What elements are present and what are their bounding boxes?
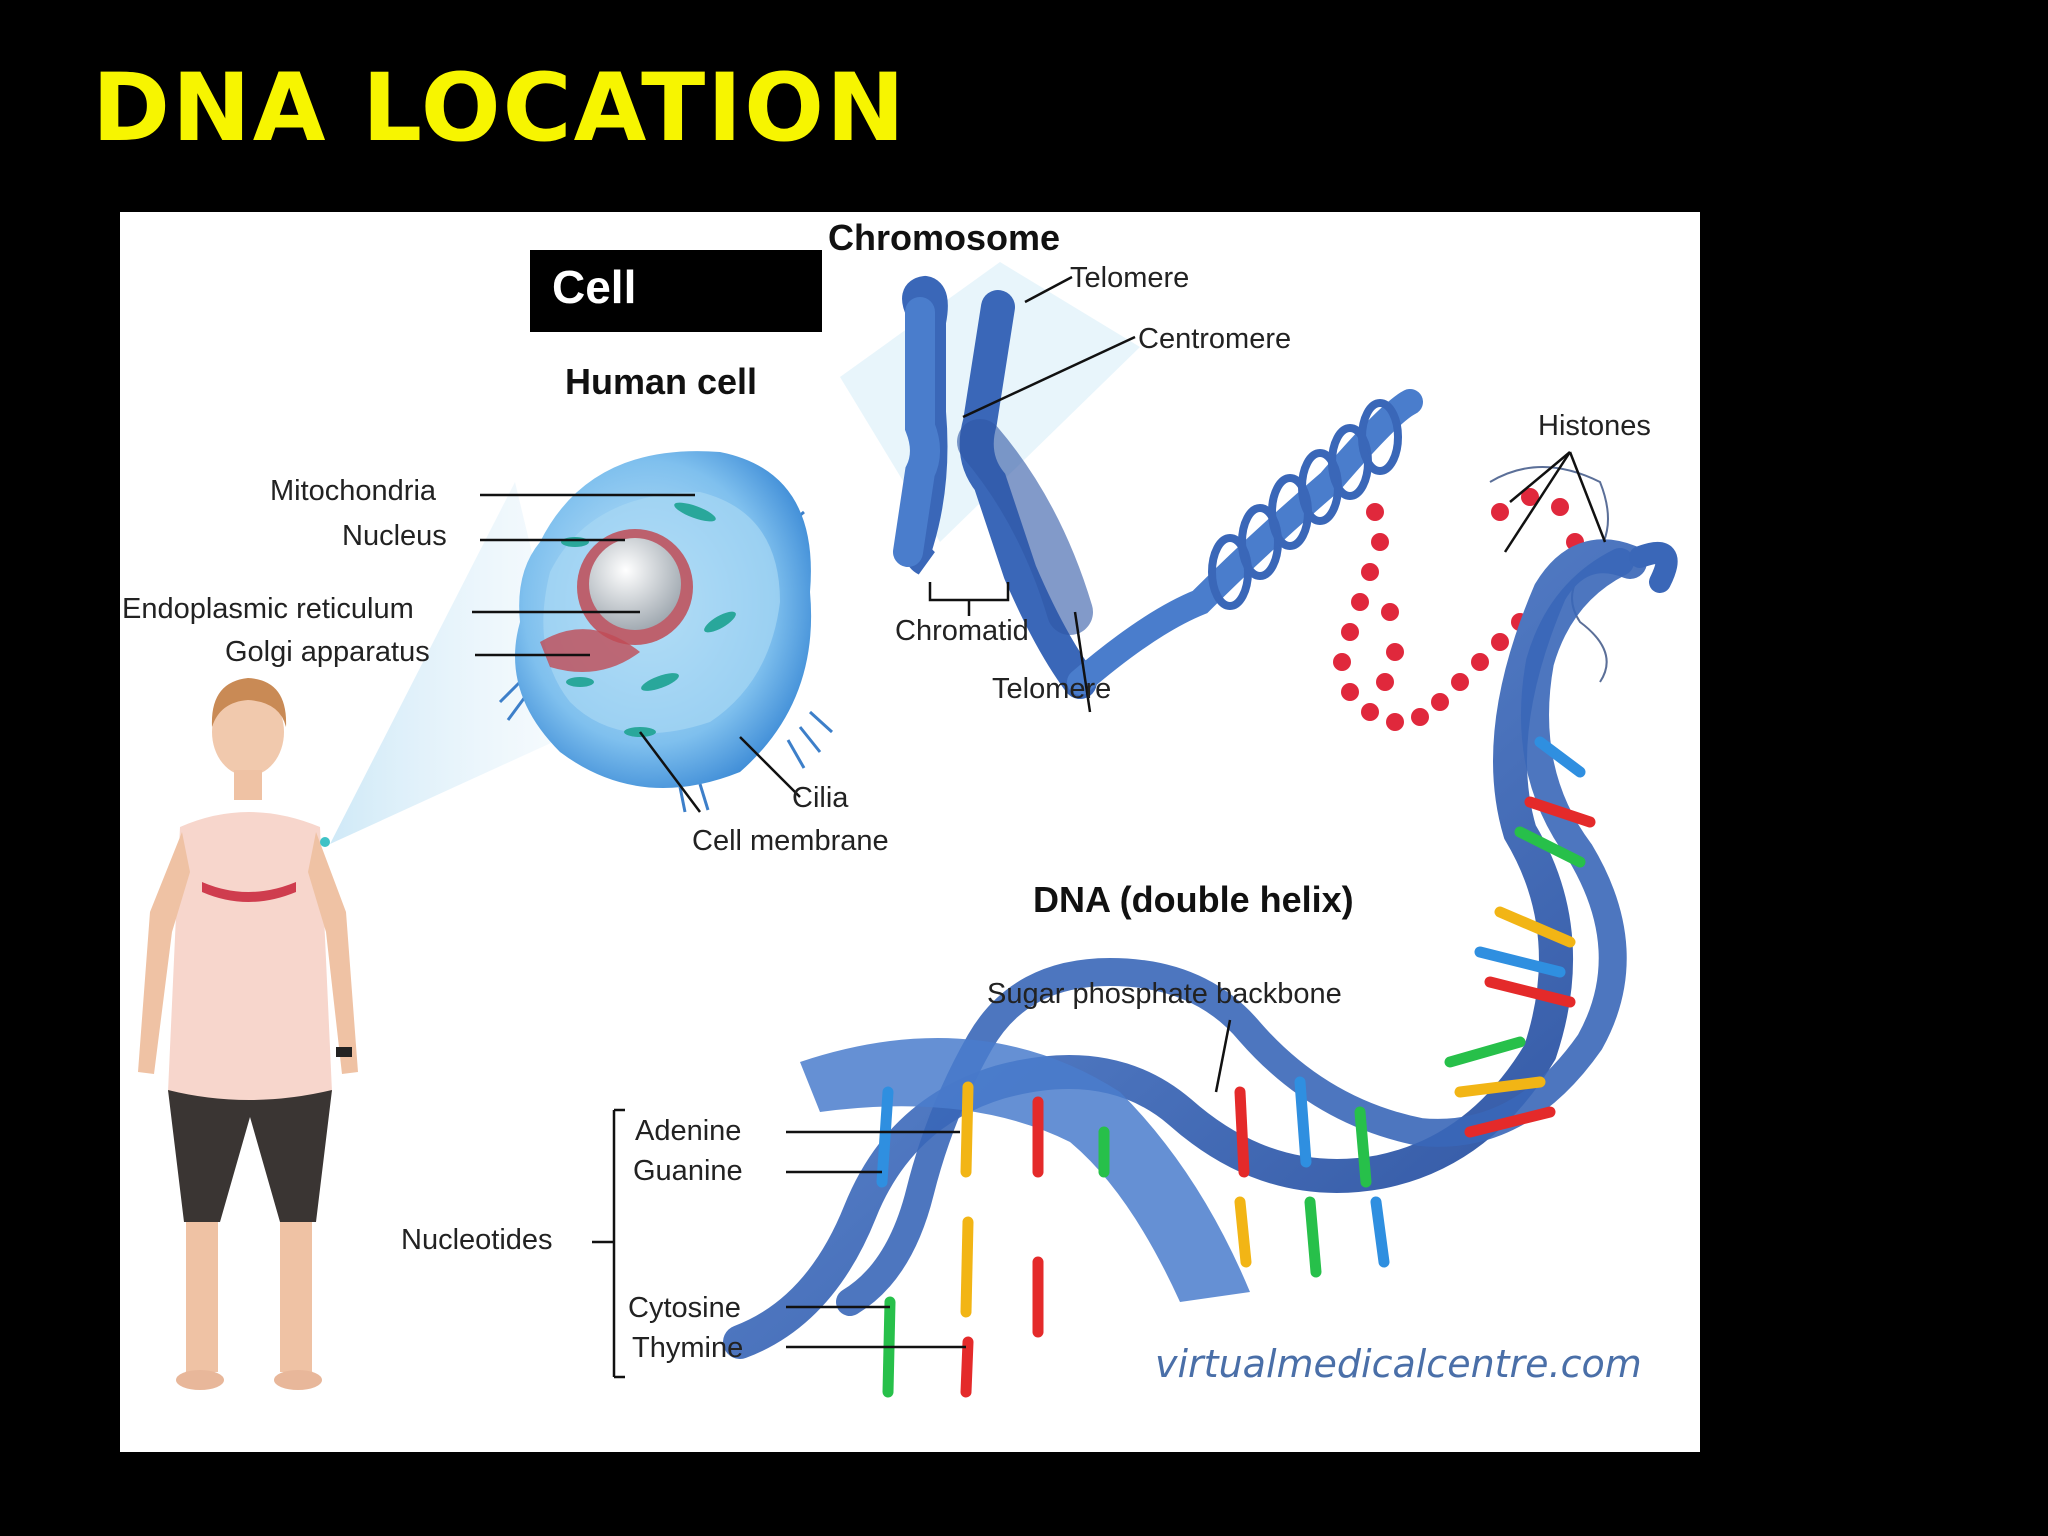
centromere-label: Centromere	[1138, 323, 1292, 355]
chromosome-illustration	[893, 275, 1423, 699]
endoplasmic-reticulum-label: Endoplasmic reticulum	[122, 593, 414, 625]
guanine-label: Guanine	[633, 1155, 743, 1187]
diagram-illustration	[138, 262, 1678, 1398]
zoom-beam-cell	[330, 482, 575, 844]
chromosome-label: Chromosome	[828, 217, 1061, 258]
nucleus-label: Nucleus	[342, 520, 447, 552]
sugar-phosphate-backbone-label: Sugar phosphate backbone	[987, 978, 1342, 1010]
watermark-text: virtualmedicalcentre.com	[1155, 1342, 1642, 1386]
nucleotides-label: Nucleotides	[401, 1224, 553, 1256]
human-figure-illustration	[138, 678, 358, 1390]
cilia-label: Cilia	[792, 782, 849, 814]
telomere-bottom-label: Telomere	[992, 673, 1112, 705]
telomere-top-label: Telomere	[1070, 262, 1190, 294]
histones-label: Histones	[1538, 410, 1651, 442]
chromatid-label: Chromatid	[895, 615, 1029, 647]
dna-double-helix-illustration	[723, 539, 1678, 1398]
histones-illustration	[1333, 488, 1589, 731]
adenine-label: Adenine	[635, 1115, 742, 1147]
cell-membrane-label: Cell membrane	[692, 825, 889, 857]
dna-double-helix-label: DNA (double helix)	[1033, 879, 1354, 920]
human-cell-label: Human cell	[565, 361, 758, 402]
cell-heading-box: Cell	[530, 250, 822, 332]
golgi-apparatus-label: Golgi apparatus	[225, 636, 430, 668]
human-cell-illustration	[498, 451, 834, 813]
leader-lines	[472, 275, 1607, 1379]
mitochondria-label: Mitochondria	[270, 475, 437, 507]
cytosine-label: Cytosine	[628, 1292, 741, 1324]
dna-location-diagram: Cell Human cell Chromosome Telomere Cent…	[120, 212, 1700, 1452]
slide-title: DNA LOCATION	[92, 54, 907, 163]
thymine-label: Thymine	[632, 1332, 744, 1364]
